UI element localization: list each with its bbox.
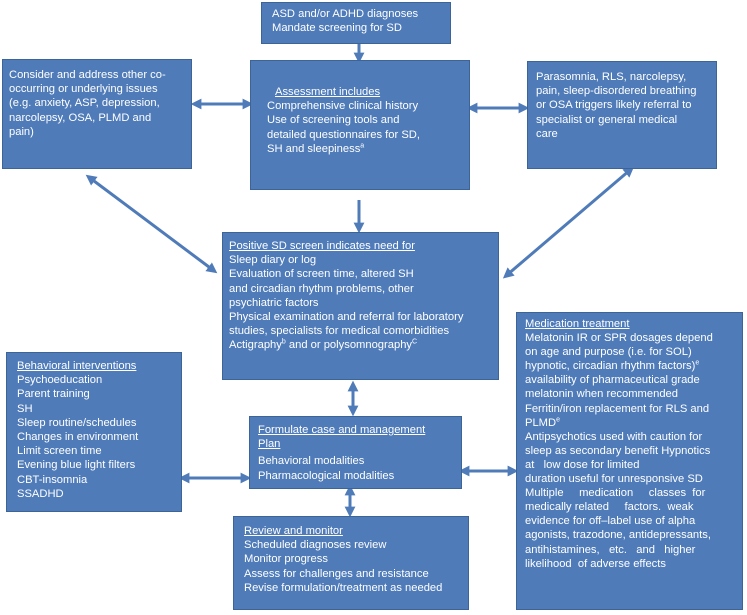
referral-line-1: Parasomnia, RLS, narcolepsy,: [536, 71, 687, 83]
medication-line-14: evidence for off–label use of alpha: [525, 515, 696, 528]
co-occurring-line-5: pain): [9, 125, 34, 138]
behavioral-line-4: Sleep routine/schedules: [17, 416, 137, 429]
hypnotic-text: hypnotic, circadian rhythm factors): [525, 360, 696, 373]
positive-screen-line-5: Physical examination and referral for la…: [229, 311, 464, 324]
medication-line-17: likelihood of adverse effects: [525, 557, 666, 570]
assessment-line-2: Use of screening tools and: [267, 114, 400, 127]
assessment-box: Assessment includes Comprehensive clinic…: [250, 60, 470, 190]
arrow-referral-to-screen: [502, 166, 635, 279]
behavioral-box: Behavioral interventions Psychoeducation…: [6, 352, 182, 512]
assessment-title: Assessment includes: [275, 86, 381, 98]
referral-line-3: or OSA triggers likely referral to: [536, 99, 692, 112]
medication-line-10: at low dose for limited: [525, 458, 640, 471]
medication-line-3: hypnotic, circadian rhythm factors)e: [525, 359, 736, 373]
behavioral-line-8: CBT-insomnia: [17, 473, 88, 486]
actigraphy-text: Actigraphy: [229, 339, 282, 352]
review-line-3: Assess for challenges and resistance: [244, 567, 429, 580]
medication-line-6: Ferritin/iron replacement for RLS and: [525, 402, 710, 415]
review-title: Review and monitor: [244, 525, 343, 537]
positive-screen-title: Positive SD screen indicates need for: [229, 240, 415, 252]
assessment-line-4: SH and sleepinessa: [267, 142, 459, 156]
diagnoses-line-1: ASD and/or ADHD diagnoses: [272, 8, 419, 20]
co-occurring-line-1: Consider and address other co-: [9, 69, 166, 81]
medication-box: Medication treatment Melatonin IR or SPR…: [516, 312, 743, 610]
positive-screen-line-2: Evaluation of screen time, altered SH: [229, 268, 414, 281]
co-occurring-line-2: occurring or underlying issues: [9, 83, 158, 96]
positive-screen-line-4: psychiatric factors: [229, 296, 319, 309]
positive-screen-box: Positive SD screen indicates need for Sl…: [222, 232, 499, 380]
referral-line-2: pain, sleep-disordered breathing: [536, 85, 697, 98]
co-occurring-box: Consider and address other co- occurring…: [2, 59, 192, 169]
polysomnography-text: and or polysomnography: [285, 339, 413, 352]
medication-line-7: PLMDe: [525, 416, 736, 430]
medication-line-16: antihistamines, etc. and higher: [525, 543, 696, 556]
assessment-line-1: Comprehensive clinical history: [267, 100, 419, 113]
positive-screen-line-1: Sleep diary or log: [229, 254, 317, 267]
behavioral-line-3: SH: [17, 402, 33, 415]
positive-screen-line-7: Actigraphyb and or polysomnographyC: [229, 338, 492, 352]
footnote-e-1: e: [695, 359, 700, 367]
co-occurring-line-4: narcolepsy, OSA, PLMD and: [9, 111, 152, 124]
footnote-c: C: [412, 338, 418, 346]
formulate-title-line-1: Formulate case and management: [258, 424, 426, 436]
formulate-title-line-2: Plan: [258, 438, 281, 451]
referral-box: Parasomnia, RLS, narcolepsy, pain, sleep…: [527, 61, 717, 169]
medication-line-15: agonists, trazodone, antidepressants,: [525, 529, 711, 542]
formulate-line-2: Pharmacological modalities: [258, 469, 395, 482]
review-line-2: Monitor progress: [244, 553, 328, 566]
behavioral-line-2: Parent training: [17, 388, 90, 401]
review-line-4: Revise formulation/treatment as needed: [244, 581, 443, 594]
behavioral-line-9: SSADHD: [17, 487, 64, 500]
review-line-1: Scheduled diagnoses review: [244, 539, 387, 552]
medication-line-12: Multiple medication classes for: [525, 487, 706, 500]
review-box: Review and monitor Scheduled diagnoses r…: [233, 516, 469, 610]
behavioral-line-6: Limit screen time: [17, 445, 102, 458]
footnote-b: b: [281, 338, 286, 346]
behavioral-line-5: Changes in environment: [17, 431, 139, 444]
formulate-box: Formulate case and management Plan Behav…: [249, 416, 462, 489]
assessment-footnote-a: a: [360, 142, 365, 150]
medication-line-13: medically related factors. weak: [525, 501, 694, 514]
medication-line-4: availability of pharmaceutical grade: [525, 374, 700, 387]
behavioral-title: Behavioral interventions: [17, 360, 137, 372]
arrow-co-occurring-to-screen: [85, 174, 218, 274]
referral-line-4: specialist or general medical: [536, 113, 678, 126]
co-occurring-line-3: (e.g. anxiety, ASP, depression,: [9, 97, 160, 110]
referral-line-5: care: [536, 127, 558, 140]
positive-screen-line-6: studies, specialists for medical comorbi…: [229, 325, 450, 338]
behavioral-line-1: Psychoeducation: [17, 374, 103, 387]
medication-line-5: melatonin when recommended: [525, 388, 678, 401]
behavioral-line-7: Evening blue light filters: [17, 459, 136, 472]
medication-line-9: sleep as secondary benefit Hypnotics: [525, 444, 711, 457]
medication-line-2: on age and purpose (i.e. for SOL): [525, 346, 692, 359]
plmd-text: PLMD: [525, 416, 557, 429]
formulate-line-1: Behavioral modalities: [258, 455, 365, 468]
positive-screen-line-3: and circadian rhythm problems, other: [229, 282, 414, 295]
footnote-e-2: e: [556, 415, 560, 423]
assessment-line-4-text: SH and sleepiness: [267, 142, 361, 155]
medication-line-1: Melatonin IR or SPR dosages depend: [525, 332, 713, 345]
medication-line-11: duration useful for unresponsive SD: [525, 473, 703, 486]
medication-title: Medication treatment: [525, 318, 630, 330]
diagnoses-line-2: Mandate screening for SD: [272, 22, 402, 35]
medication-line-8: Antipsychotics used with caution for: [525, 430, 703, 443]
assessment-line-3: detailed questionnaires for SD,: [267, 128, 420, 141]
diagnoses-box: ASD and/or ADHD diagnoses Mandate screen…: [261, 2, 451, 44]
